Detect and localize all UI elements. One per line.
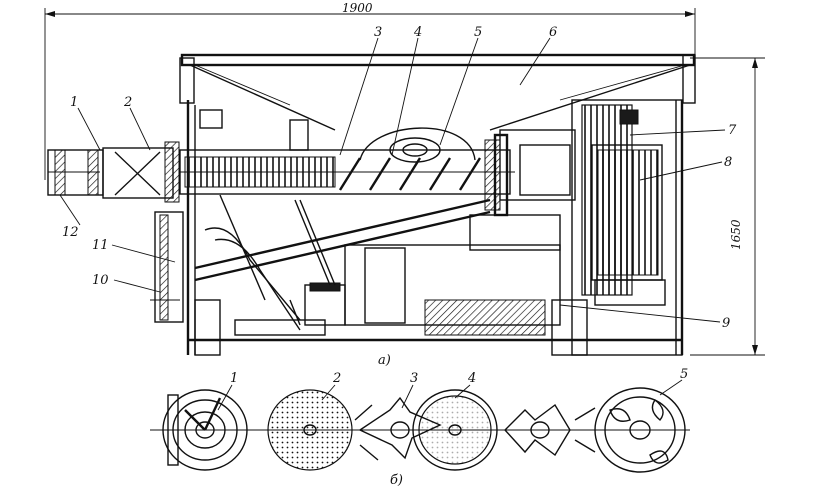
overall-height-dimension: 1650 bbox=[690, 57, 765, 356]
bottom-view-callouts: 1 2 3 4 5 bbox=[217, 367, 688, 411]
label-5: 5 bbox=[474, 25, 482, 40]
machine-side-section bbox=[47, 53, 696, 356]
label-11: 11 bbox=[92, 238, 109, 253]
lower-linkage bbox=[194, 109, 346, 356]
top-view-callouts: 1 2 3 4 5 6 7 8 9 10 11 12 bbox=[59, 25, 737, 331]
drive-belt bbox=[194, 198, 491, 282]
part-grate-1 bbox=[162, 389, 248, 471]
height-dimension-label: 1650 bbox=[729, 219, 743, 250]
loading-hopper bbox=[179, 53, 696, 131]
label-4: 4 bbox=[413, 25, 422, 40]
knife-housing bbox=[102, 141, 180, 203]
part-perforated-disk-2 bbox=[267, 389, 353, 471]
machine-frame bbox=[186, 99, 684, 356]
part-double-knife bbox=[504, 403, 596, 457]
label-9: 9 bbox=[722, 316, 730, 331]
caption-a: а) bbox=[378, 353, 391, 368]
electric-motor bbox=[344, 214, 561, 336]
part-disk-4 bbox=[412, 389, 498, 471]
label-1: 1 bbox=[70, 95, 78, 110]
label-7: 7 bbox=[728, 123, 737, 138]
bottom-label-5: 5 bbox=[680, 367, 688, 382]
belt-pulley bbox=[581, 104, 666, 306]
auger-screw bbox=[179, 149, 515, 195]
label-6: 6 bbox=[549, 25, 557, 40]
caption-b: б) bbox=[390, 473, 403, 488]
gearbox bbox=[493, 129, 576, 217]
bottom-label-1: 1 bbox=[230, 371, 238, 386]
part-feeder-5 bbox=[594, 387, 686, 473]
bottom-label-4: 4 bbox=[467, 371, 476, 386]
grinder-parts-exploded bbox=[150, 387, 690, 473]
outlet-tube bbox=[47, 149, 104, 196]
drum-assembly bbox=[359, 127, 501, 211]
width-dimension-label: 1900 bbox=[342, 1, 373, 15]
bottom-label-2: 2 bbox=[332, 371, 341, 386]
label-12: 12 bbox=[62, 225, 79, 240]
bottom-label-3: 3 bbox=[410, 371, 418, 386]
label-8: 8 bbox=[724, 155, 732, 170]
label-3: 3 bbox=[374, 25, 382, 40]
label-10: 10 bbox=[92, 273, 109, 288]
label-2: 2 bbox=[123, 95, 132, 110]
overall-width-dimension: 1900 bbox=[44, 1, 696, 180]
side-plate bbox=[150, 211, 184, 323]
